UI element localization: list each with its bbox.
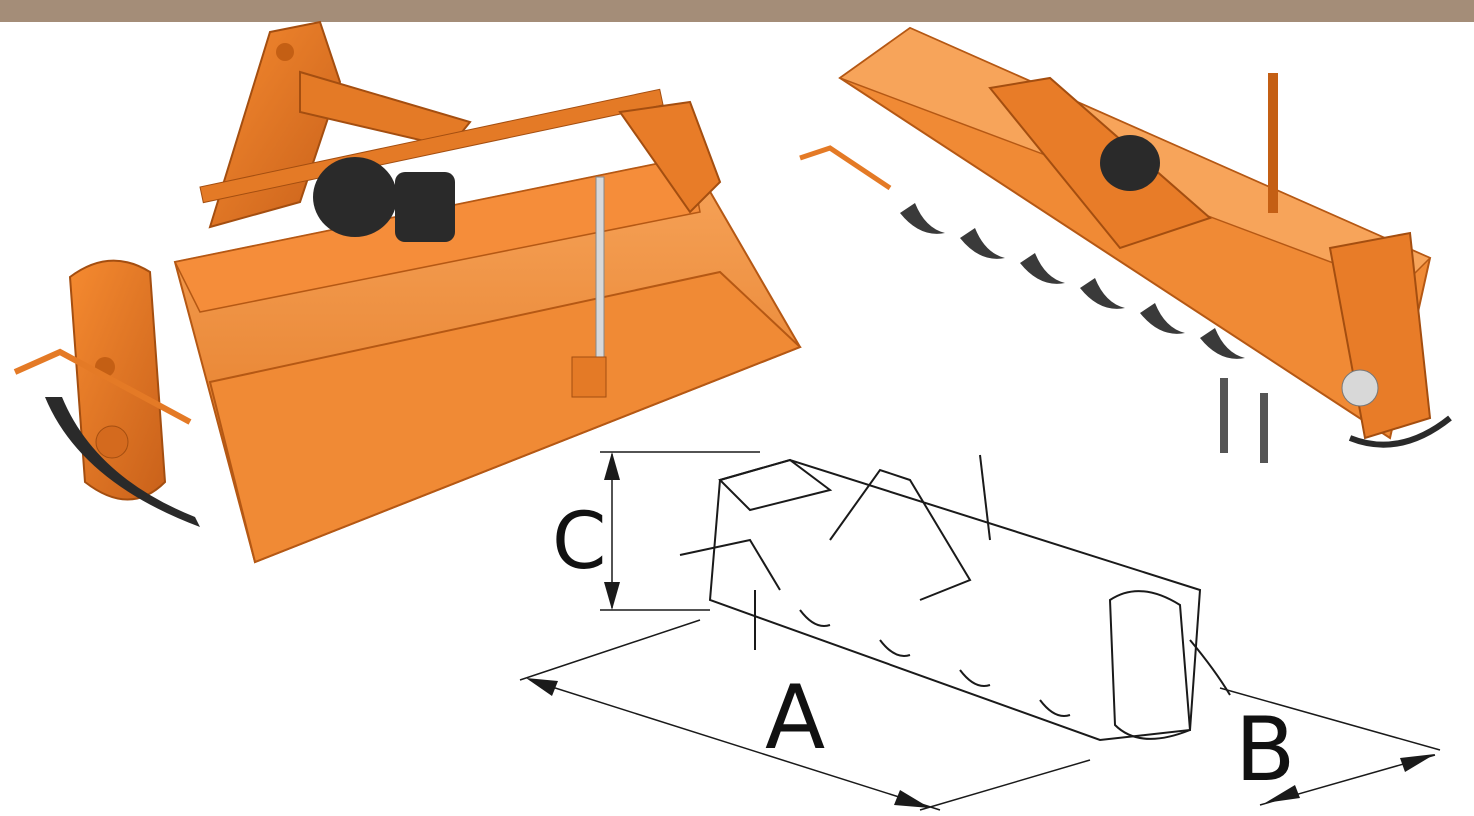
rotary-tiller-rear-view — [790, 18, 1474, 468]
rotary-tiller-rear-illustration — [799, 26, 1452, 463]
skid — [1348, 415, 1452, 448]
arrow-c-top — [604, 452, 620, 480]
support-leg — [1220, 378, 1228, 453]
rear-flap — [208, 270, 802, 564]
dimension-diagram-svg: C A B — [519, 451, 1441, 811]
dimension-diagram: C A B — [500, 440, 1474, 816]
depth-adjuster-bracket — [571, 356, 607, 398]
hitch-pin — [276, 43, 294, 61]
dimension-c-label: C — [552, 497, 606, 587]
rotary-tiller-front-view — [0, 12, 820, 572]
rotary-tiller-front-illustration — [13, 20, 802, 564]
tiller-line-drawing — [679, 454, 1231, 742]
skid — [45, 397, 200, 527]
side-hub — [95, 425, 129, 459]
support-leg — [1260, 393, 1268, 463]
arrow-c-bottom — [604, 582, 620, 610]
drive-shaft — [199, 88, 664, 204]
gearbox-wheel — [313, 157, 397, 237]
arrow-a-right — [894, 790, 930, 808]
dimension-b-label: B — [1235, 698, 1295, 801]
dimension-a-lines — [519, 619, 1091, 811]
arrow-b-right — [1400, 754, 1435, 772]
depth-adjuster-rod — [595, 176, 605, 378]
arrow-a-left — [526, 678, 558, 696]
bumper-rail — [13, 348, 192, 425]
gear-hub — [1100, 135, 1160, 191]
header-band — [0, 0, 1474, 22]
bumper-rail — [799, 145, 892, 191]
dimension-a-label: A — [765, 666, 825, 769]
tiller-blades — [900, 203, 1245, 359]
gearbox — [395, 172, 455, 242]
arrow-b-left — [1265, 785, 1300, 803]
right-side-plate — [618, 100, 722, 214]
top-link — [1268, 73, 1278, 213]
end-hub — [1341, 369, 1379, 407]
